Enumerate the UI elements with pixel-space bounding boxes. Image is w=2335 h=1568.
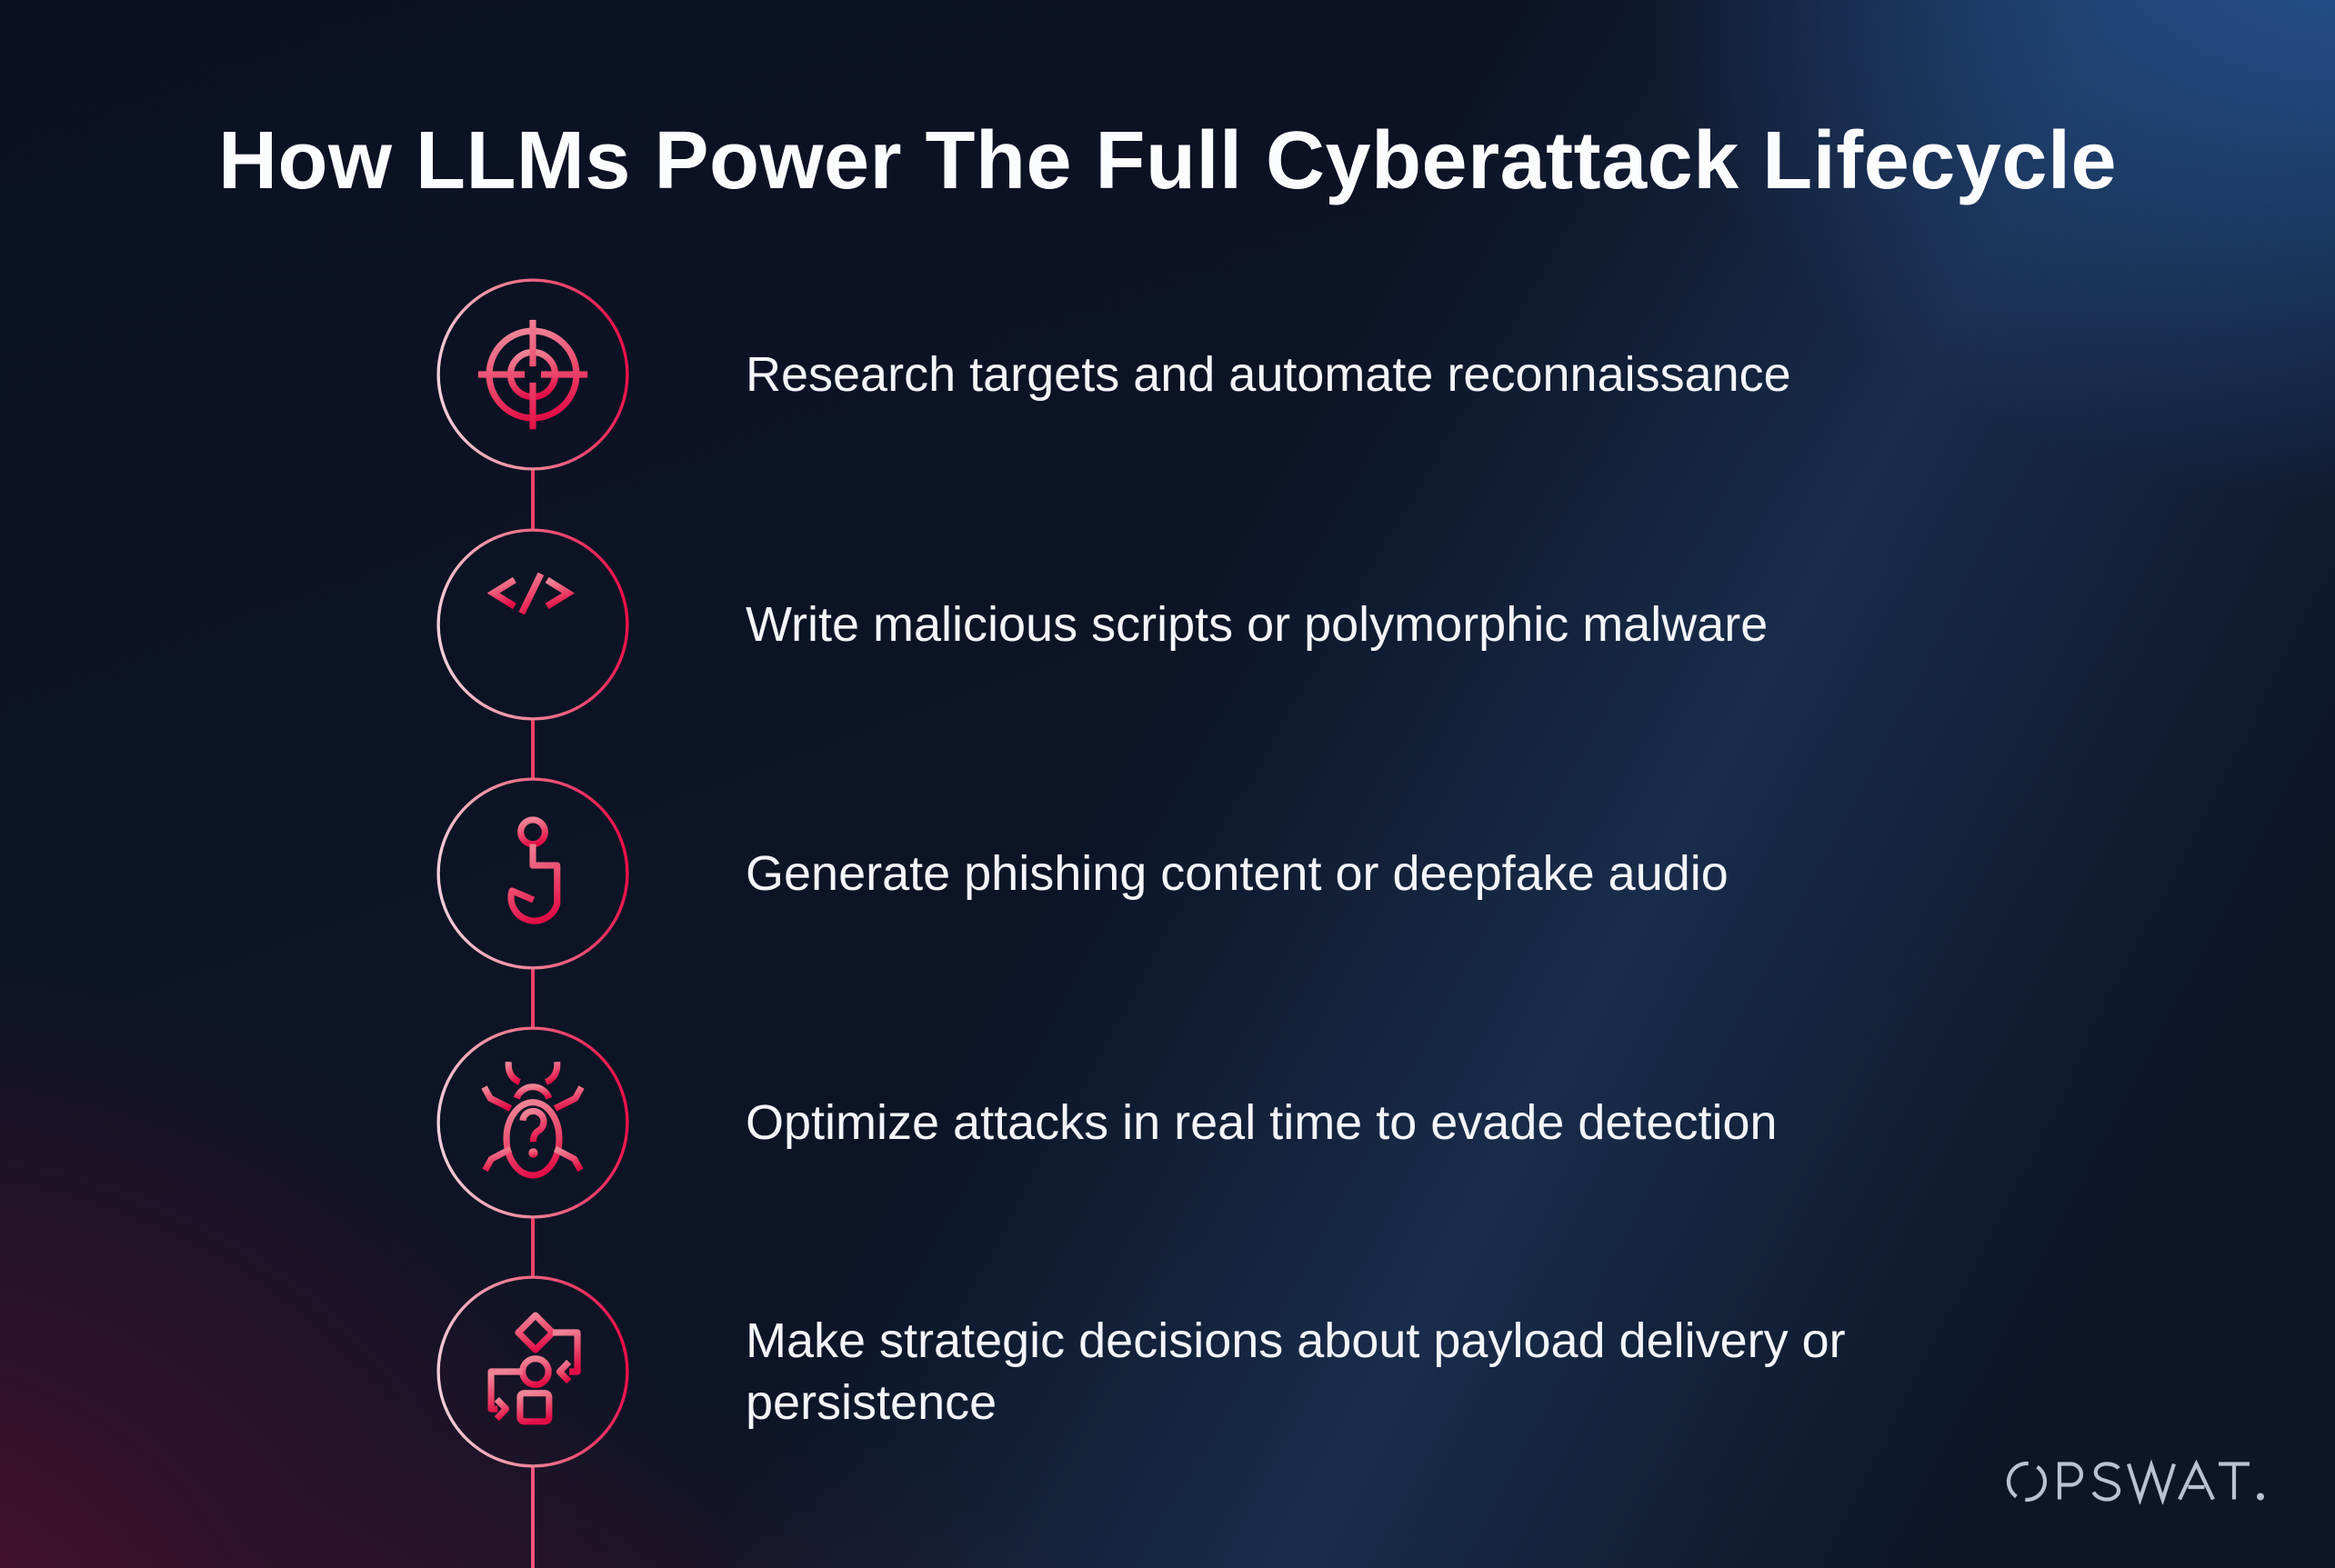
step-label: Write malicious scripts or polymorphic m… [746,596,1769,652]
fishhook-icon [436,777,629,970]
connector-line-3 [531,969,535,1027]
step-label: Optimize attacks in real time to evade d… [746,1094,1778,1150]
bug-icon [436,1026,629,1219]
step-label: Research targets and automate reconnaiss… [746,346,1791,402]
connector-line-5 [531,1467,535,1568]
flowchart-icon [436,1275,629,1468]
page-title: How LLMs Power The Full Cyberattack Life… [217,115,2118,206]
opswat-logo [2006,1459,2264,1504]
step-row-malware: Write malicious scripts or polymorphic m… [436,527,1768,722]
step-row-phishing: Generate phishing content or deepfake au… [436,776,1729,971]
step-row-reconnaissance: Research targets and automate reconnaiss… [436,277,1791,472]
step-row-strategy: Make strategic decisions about payload d… [436,1274,1928,1469]
connector-line-1 [531,470,535,529]
target-icon [436,278,629,471]
connector-line-2 [531,720,535,778]
step-label: Make strategic decisions about payload d… [746,1313,1846,1430]
step-label: Generate phishing content or deepfake au… [746,845,1729,901]
connector-line-4 [531,1218,535,1276]
code-icon [436,528,629,721]
step-row-evasion: Optimize attacks in real time to evade d… [436,1025,1778,1220]
